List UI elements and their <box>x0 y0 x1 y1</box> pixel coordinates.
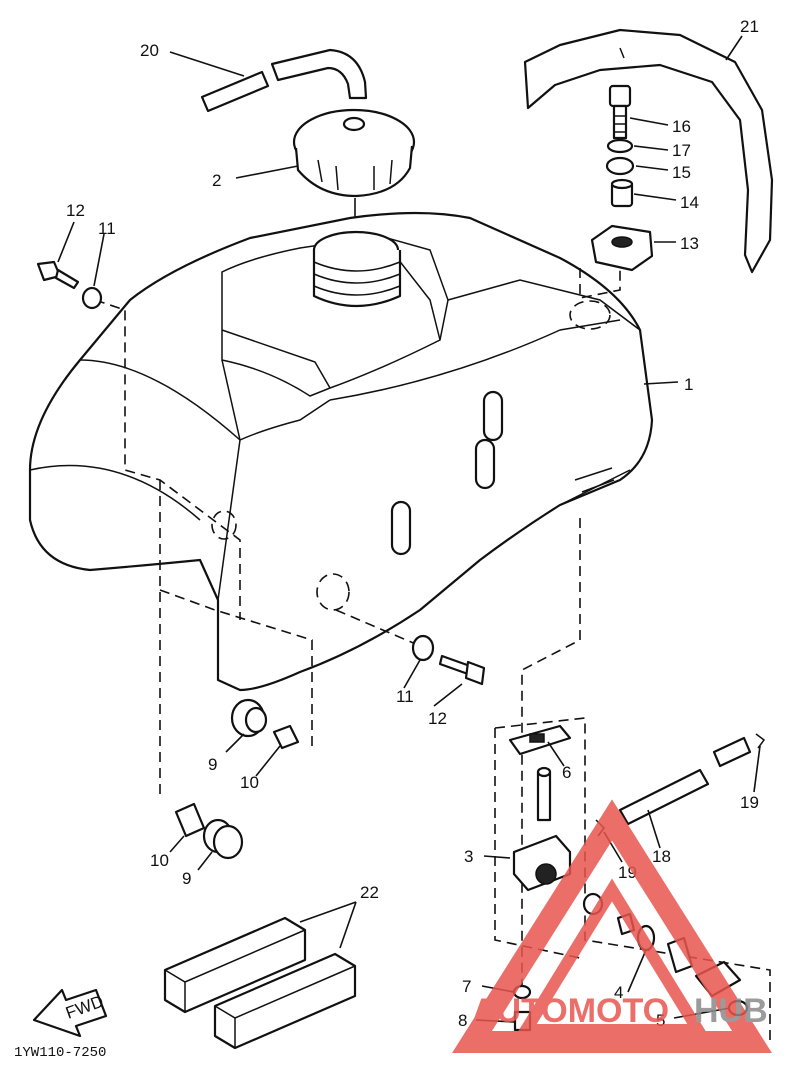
part-19-clip-upper <box>755 733 766 749</box>
callout-19-upper: 19 <box>740 793 759 812</box>
watermark-text-left: AUTOMOTO <box>472 992 669 1030</box>
part-12-bolt-mid <box>438 654 486 686</box>
callout-14: 14 <box>680 193 699 212</box>
callout-12-mid: 12 <box>428 709 447 728</box>
part-15-washer <box>605 156 635 176</box>
part-11-washer-mid <box>411 634 435 662</box>
part-2-fuel-cap <box>292 108 416 198</box>
callout-6: 6 <box>562 763 571 782</box>
part-10-collar-lower <box>174 802 206 838</box>
callout-1: 1 <box>684 375 693 394</box>
part-10-collar-upper <box>272 724 300 750</box>
callout-12-upper: 12 <box>66 201 85 220</box>
part-12-bolt-upper <box>36 260 80 290</box>
watermark-triangle-inner <box>515 878 709 1036</box>
diagram-code: 1YW110-7250 <box>14 1045 106 1061</box>
part-9-grommet-upper <box>230 698 268 738</box>
callout-10-lower: 10 <box>150 851 169 870</box>
callout-22: 22 <box>360 883 379 902</box>
part-14-collar <box>610 178 634 208</box>
callout-16: 16 <box>672 117 691 136</box>
callout-8: 8 <box>458 1011 467 1030</box>
callout-4: 4 <box>614 983 623 1002</box>
part-18-fuel-hose <box>618 736 752 826</box>
callout-21: 21 <box>740 17 759 36</box>
callout-9-lower: 9 <box>182 869 191 888</box>
callout-7: 7 <box>462 977 471 996</box>
part-22-pad-right <box>213 952 357 1050</box>
callout-17: 17 <box>672 141 691 160</box>
part-21-guard-strip <box>523 28 774 274</box>
callout-13: 13 <box>680 234 699 253</box>
part-13-grommet <box>590 224 654 272</box>
callout-5: 5 <box>656 1011 665 1030</box>
automotohub-watermark: AUTOMOTO HUB <box>452 799 772 1053</box>
watermark-triangle-outer <box>452 799 772 1053</box>
leader-lines <box>57 35 761 1023</box>
callout-11-upper: 11 <box>98 219 116 238</box>
part-16-bolt <box>608 84 632 140</box>
fwd-direction-arrow: FWD <box>32 988 108 1038</box>
callout-11-mid: 11 <box>396 687 414 706</box>
callout-18: 18 <box>652 847 671 866</box>
callout-10-upper: 10 <box>240 773 259 792</box>
callout-20: 20 <box>140 41 159 60</box>
part-20-vent-hose <box>200 48 368 113</box>
part-22-pad-left <box>163 916 307 1014</box>
part-17-spring-washer <box>606 138 634 154</box>
callout-15: 15 <box>672 163 691 182</box>
part-11-washer-upper <box>81 286 103 310</box>
part-9-grommet-lower <box>202 818 244 860</box>
callout-2: 2 <box>212 171 221 190</box>
callout-3: 3 <box>464 847 473 866</box>
watermark-text-right: HUB <box>694 992 768 1030</box>
part-1-fuel-tank <box>28 211 654 692</box>
callout-9-upper: 9 <box>208 755 217 774</box>
